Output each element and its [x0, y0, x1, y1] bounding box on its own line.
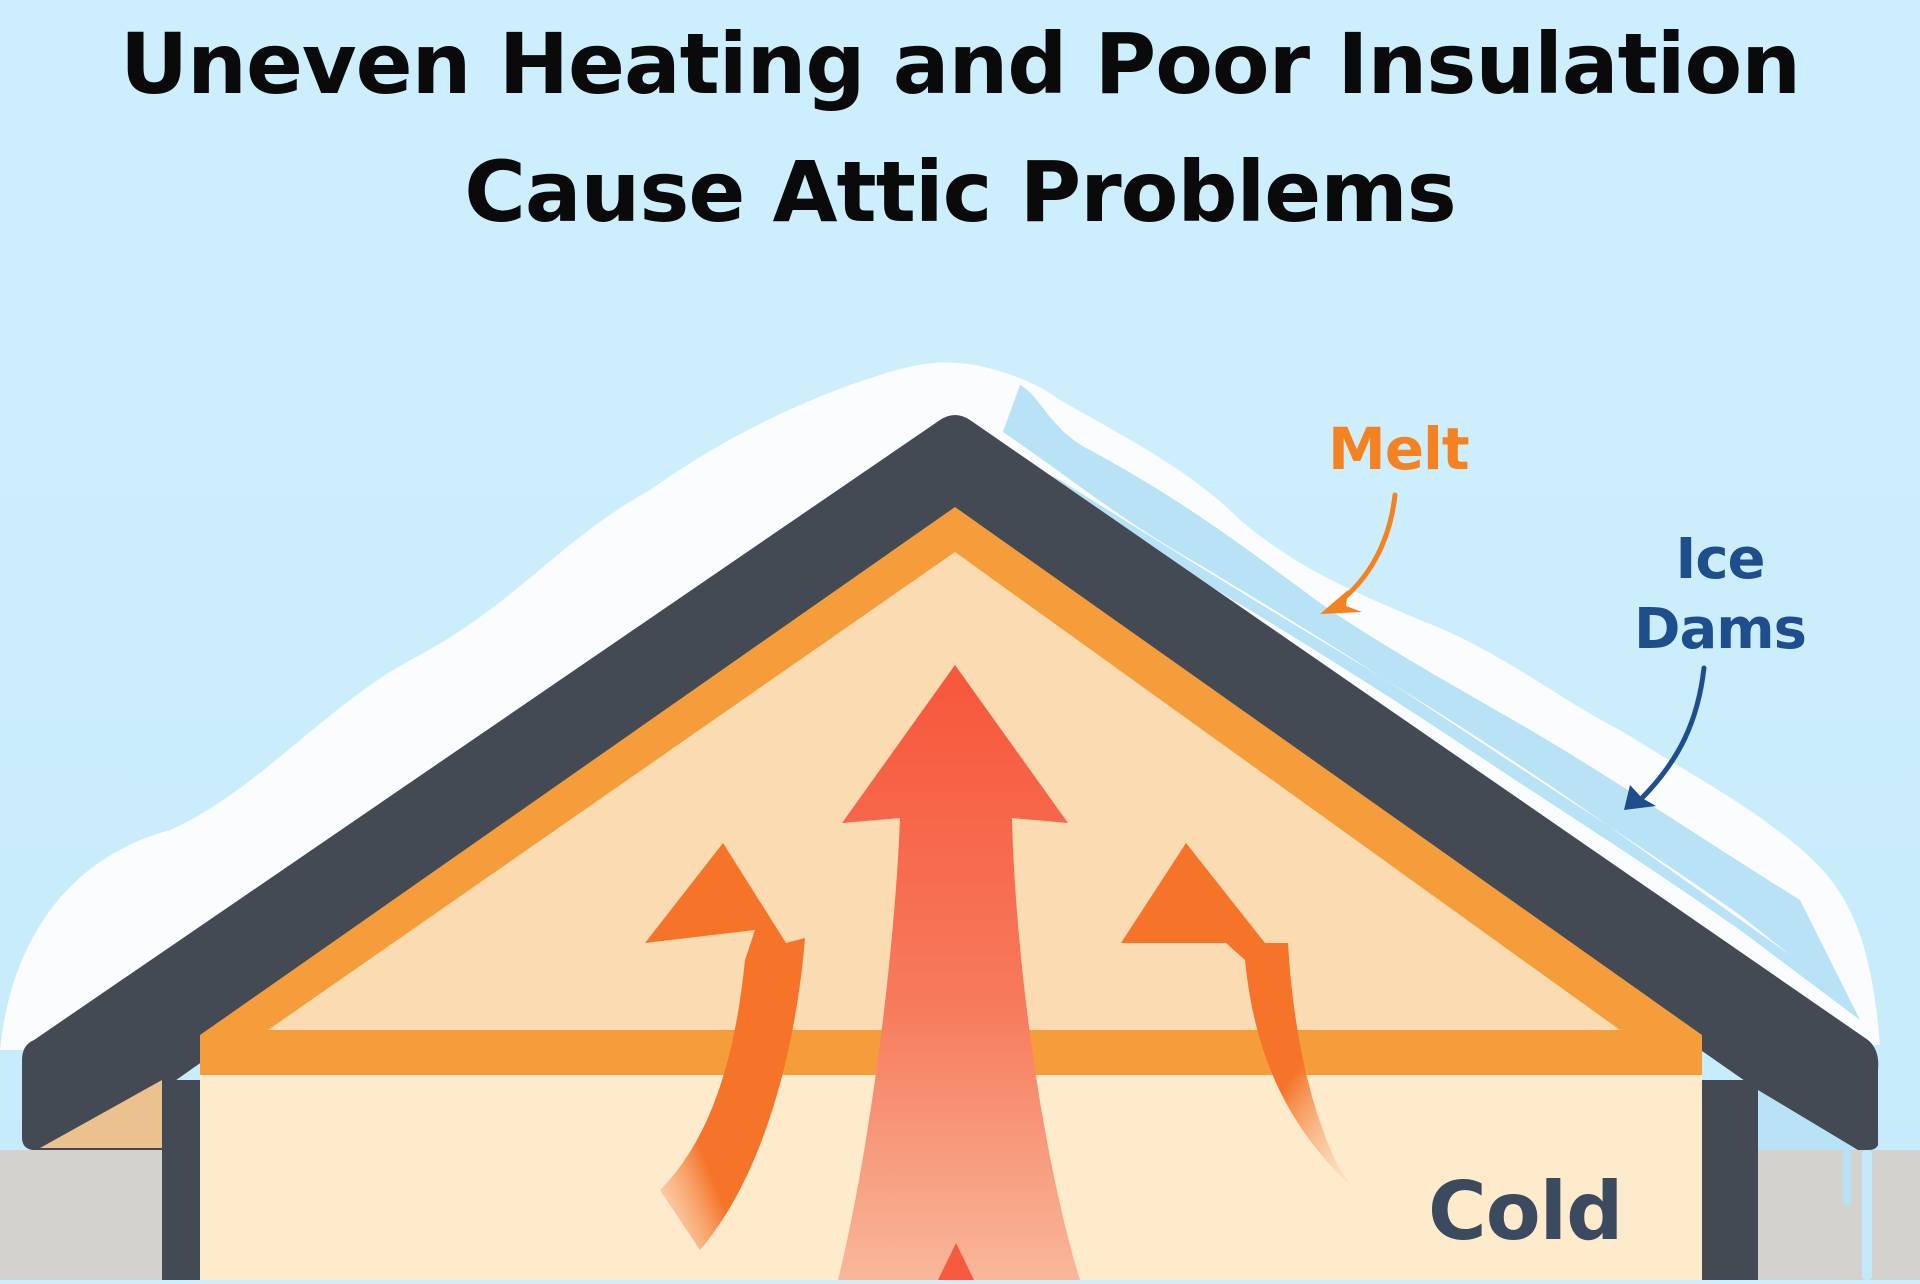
- heat-arrow-center: [838, 665, 1080, 1280]
- title-line-2: Cause Attic Problems: [464, 143, 1457, 241]
- ice-dams-arrow-icon: [1624, 665, 1707, 810]
- exterior-wall-right: [1755, 1150, 1920, 1280]
- title-line-1: Uneven Heating and Poor Insulation: [119, 15, 1801, 113]
- eave-underside-left: [40, 1080, 162, 1148]
- wall-right: [1702, 1080, 1758, 1280]
- roof: [22, 415, 1879, 1280]
- heat-arrow-left: [645, 843, 805, 1250]
- heat-arrow-right: [1121, 843, 1355, 1190]
- icicle: [1862, 1150, 1872, 1280]
- title-block: Uneven Heating and Poor Insulation Cause…: [0, 0, 1920, 270]
- exterior-wall-left: [0, 1150, 165, 1280]
- ice-dams-label-line-2: Dams: [1634, 597, 1807, 662]
- melt-arrow-icon: [1320, 492, 1398, 614]
- ice-dams-label-line-1: Ice: [1675, 527, 1765, 592]
- wall-left: [162, 1080, 200, 1280]
- snow-inner-strip: [990, 430, 1790, 955]
- cold-label: Cold: [1428, 1165, 1623, 1258]
- icicle: [1843, 1150, 1851, 1205]
- melt-label: Melt: [1328, 415, 1470, 483]
- meltwater-channel: [1000, 385, 1860, 1020]
- eave-underside-right: [1758, 1090, 1858, 1150]
- ice-dams-label: Ice Dams: [1620, 525, 1820, 665]
